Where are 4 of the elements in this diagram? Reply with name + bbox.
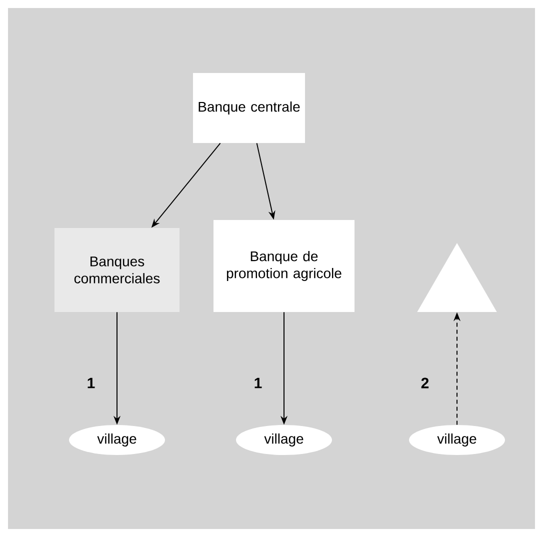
bank-box: Banque de promotion agricole (214, 220, 354, 312)
bank-box: Banques commerciales (54, 228, 180, 312)
bank-box: Banque centrale (193, 73, 305, 143)
triangle-shape (417, 243, 497, 312)
